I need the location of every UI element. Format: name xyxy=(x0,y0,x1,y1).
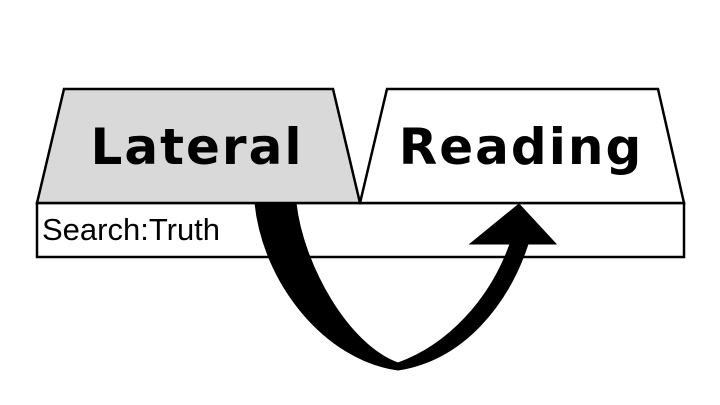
arrow-head xyxy=(468,203,558,245)
search-bar-box xyxy=(35,201,686,259)
left-tab-box xyxy=(35,87,362,205)
curved-u-turn-arrow-icon xyxy=(254,202,558,371)
left-tab-label: Lateral xyxy=(91,118,304,176)
right-tab-box xyxy=(358,87,686,205)
search-bar-label: Search:Truth xyxy=(42,212,220,247)
right-tab-label: Reading xyxy=(399,118,643,176)
